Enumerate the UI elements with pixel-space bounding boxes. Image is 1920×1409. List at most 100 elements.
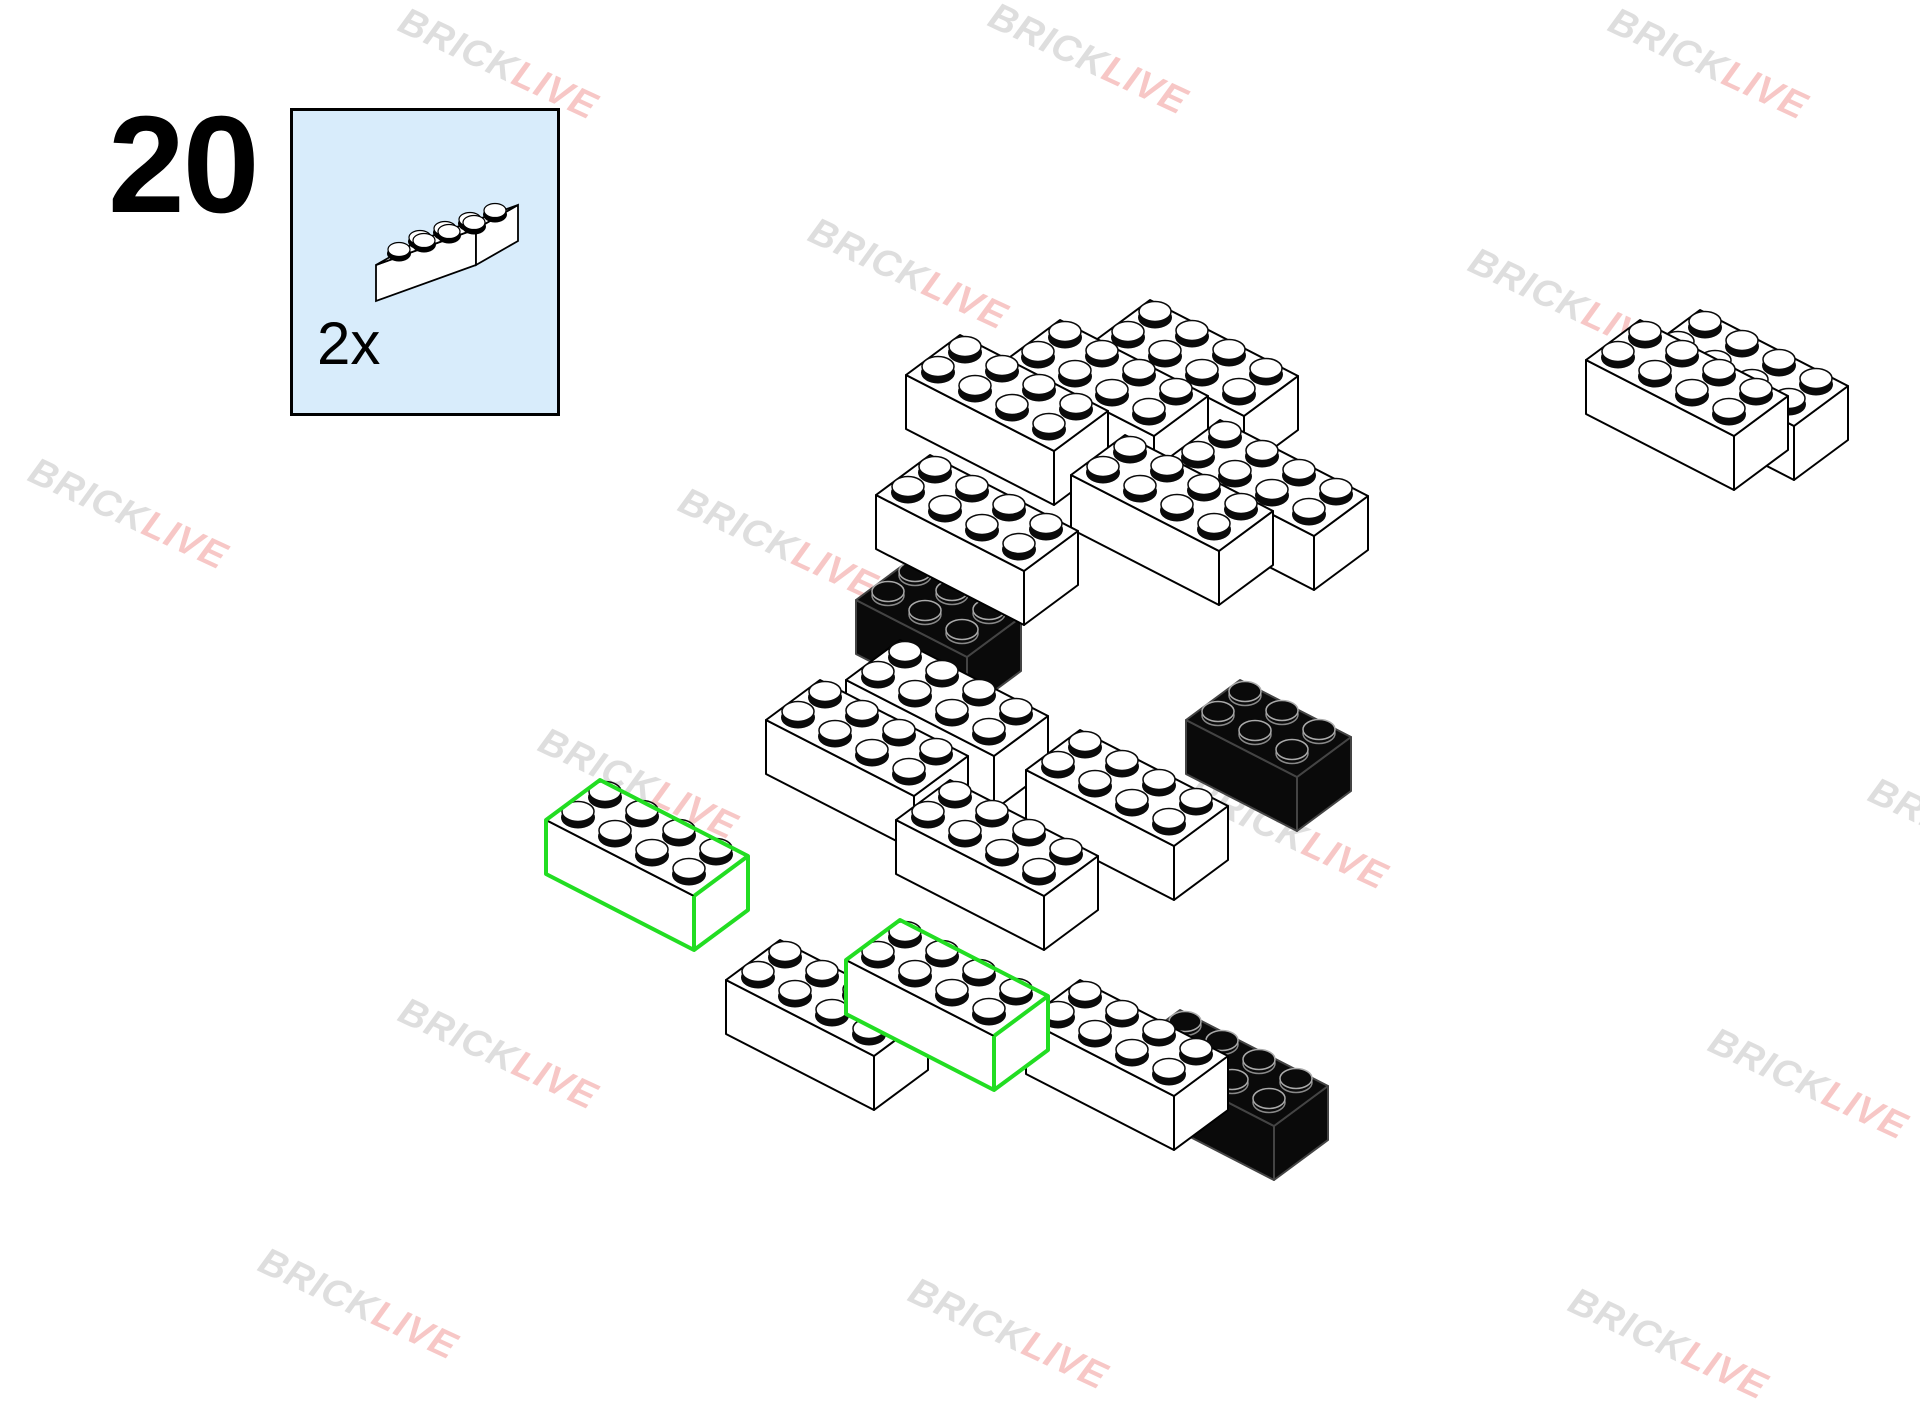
stud <box>1058 359 1092 388</box>
step-number: 20 <box>108 88 259 242</box>
stud <box>741 960 775 989</box>
stud <box>768 940 802 969</box>
stud <box>985 354 1019 383</box>
stud <box>948 819 982 848</box>
stud <box>888 640 922 669</box>
stud <box>999 977 1033 1006</box>
stud <box>1181 440 1215 469</box>
stud <box>1319 477 1353 506</box>
stud <box>1282 458 1316 487</box>
stud <box>1197 512 1231 541</box>
stud <box>972 997 1006 1026</box>
middle-brick-front <box>895 779 1099 951</box>
stud <box>818 719 852 748</box>
stud <box>928 494 962 523</box>
stud <box>1138 300 1172 329</box>
stud <box>845 699 879 728</box>
stud <box>1252 1087 1286 1114</box>
stud <box>1249 357 1283 386</box>
stud <box>1012 818 1046 847</box>
stud <box>1148 339 1182 368</box>
stud <box>1142 1018 1176 1047</box>
stud <box>1279 1067 1313 1094</box>
stud <box>1302 718 1336 745</box>
stud <box>1059 392 1093 421</box>
stud <box>1105 749 1139 778</box>
stud <box>1185 358 1219 387</box>
stud <box>805 959 839 988</box>
stud <box>1152 807 1186 836</box>
stud <box>635 838 669 867</box>
stud <box>1255 478 1289 507</box>
stud <box>1702 358 1736 387</box>
stud <box>1152 1057 1186 1086</box>
stud <box>1222 377 1256 406</box>
stud <box>1208 420 1242 449</box>
stud <box>808 680 842 709</box>
stud <box>911 800 945 829</box>
stud <box>898 679 932 708</box>
stud <box>955 474 989 503</box>
black-support-right <box>1185 679 1352 832</box>
assembly-illustration <box>544 299 1849 1181</box>
stud <box>1725 329 1759 358</box>
stud <box>1068 730 1102 759</box>
brick-right <box>1585 319 1789 491</box>
stud <box>1218 459 1252 488</box>
stud <box>1113 435 1147 464</box>
stud <box>861 940 895 969</box>
stud <box>918 455 952 484</box>
brick-2x4-icon <box>375 202 519 303</box>
stud <box>1021 340 1055 369</box>
stud <box>985 838 1019 867</box>
stud <box>1115 1038 1149 1067</box>
stud <box>938 780 972 809</box>
new-brick-left <box>544 778 750 952</box>
stud <box>1022 857 1056 886</box>
stud <box>1086 455 1120 484</box>
stud <box>1638 359 1672 388</box>
stud <box>935 698 969 727</box>
stud <box>972 717 1006 746</box>
stud <box>1041 750 1075 779</box>
stud <box>1238 719 1272 746</box>
stud <box>778 979 812 1008</box>
callout-brick <box>375 202 519 303</box>
stud <box>945 618 979 645</box>
stud <box>898 959 932 988</box>
stud <box>1160 493 1194 522</box>
stud <box>1292 497 1326 526</box>
stud <box>935 978 969 1007</box>
upper-deck-front-left <box>875 454 1079 626</box>
stud <box>1275 738 1309 765</box>
stud <box>1212 338 1246 367</box>
stud <box>1032 412 1066 441</box>
stud <box>1078 769 1112 798</box>
stud <box>625 799 659 828</box>
stud <box>921 355 955 384</box>
stud <box>1048 320 1082 349</box>
stud <box>992 493 1026 522</box>
stud <box>1265 699 1299 726</box>
middle-brick-right <box>1025 729 1229 901</box>
stud <box>699 837 733 866</box>
stud <box>1739 377 1773 406</box>
stud <box>1762 348 1796 377</box>
stud <box>908 599 942 626</box>
stud <box>1123 474 1157 503</box>
stud <box>1142 768 1176 797</box>
new-brick-right <box>844 918 1050 1092</box>
stud <box>892 757 926 786</box>
parts-callout: 2x <box>290 108 560 416</box>
stud <box>1665 339 1699 368</box>
stud <box>919 737 953 766</box>
stud <box>1201 700 1235 727</box>
stud <box>1029 512 1063 541</box>
stud <box>965 513 999 542</box>
stud <box>962 678 996 707</box>
stud <box>1150 454 1184 483</box>
stud <box>815 998 849 1027</box>
middle-brick-left <box>765 679 969 851</box>
lower-bar-back <box>1025 979 1229 1151</box>
stud <box>1111 320 1145 349</box>
